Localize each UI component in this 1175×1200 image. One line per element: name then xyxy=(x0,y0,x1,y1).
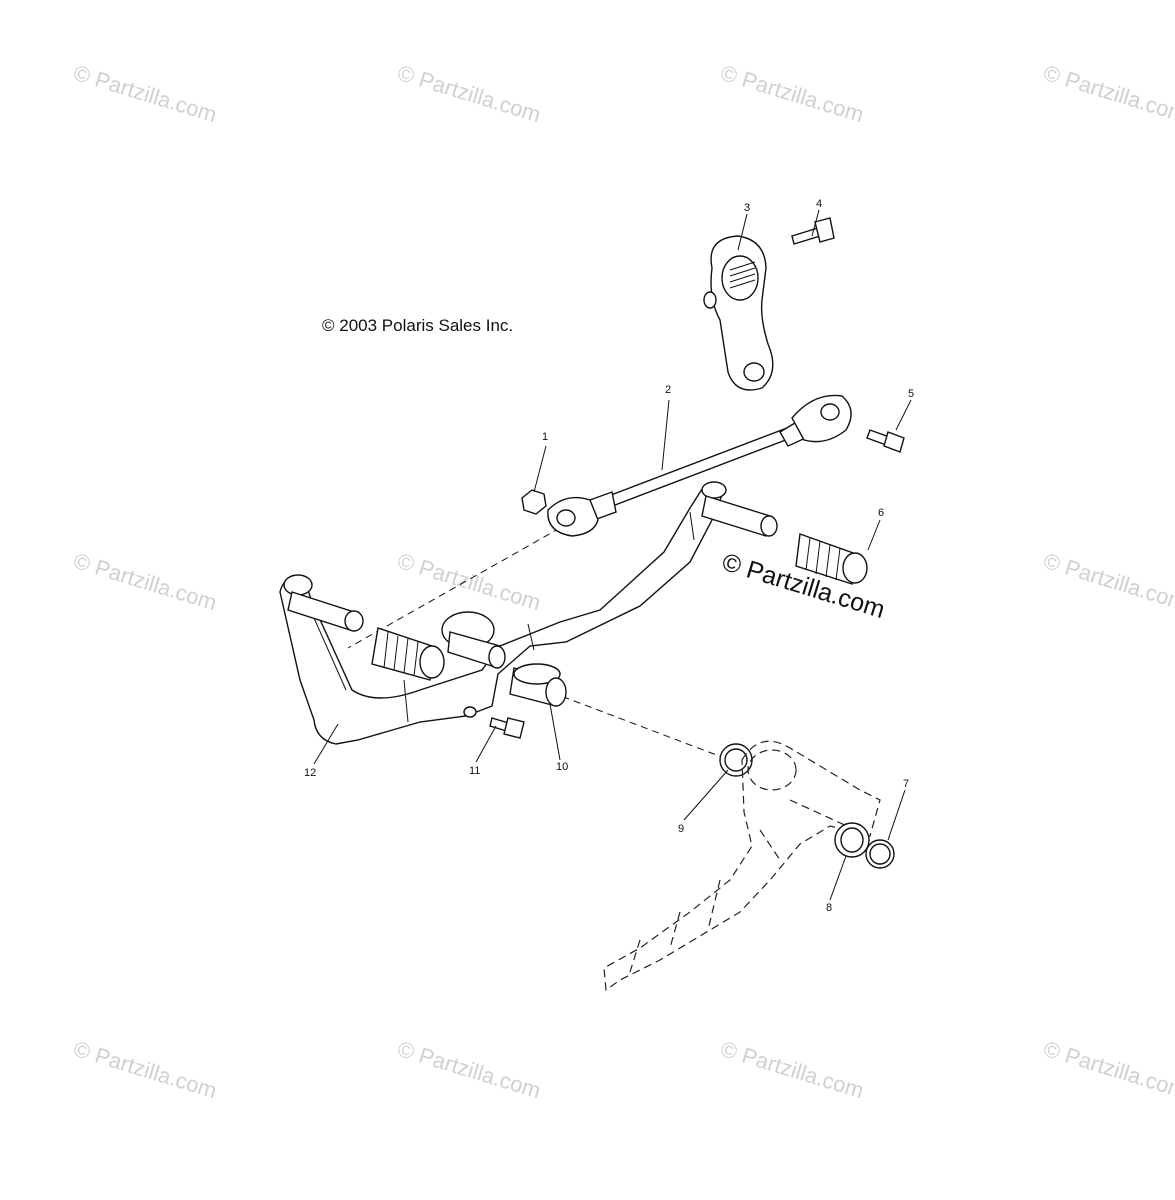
callout-8: 8 xyxy=(826,902,832,914)
footpeg-rubber xyxy=(371,627,445,681)
leader-line-9 xyxy=(683,769,729,821)
frame-bracket-outline xyxy=(603,740,881,992)
leader-line-10 xyxy=(549,703,561,761)
callout-4: 4 xyxy=(816,198,822,210)
bolt xyxy=(489,717,525,739)
callout-7: 7 xyxy=(903,778,909,790)
callout-11: 11 xyxy=(469,765,480,777)
o-ring xyxy=(865,839,895,869)
assembly-line xyxy=(347,527,561,649)
bolt xyxy=(866,429,905,453)
washer xyxy=(834,822,870,858)
assembly-line xyxy=(539,687,736,763)
callout-12: 12 xyxy=(304,767,316,779)
leader-line-4 xyxy=(811,209,820,237)
shift-linkage-rod xyxy=(547,394,852,537)
callout-10: 10 xyxy=(556,761,568,773)
callout-1: 1 xyxy=(542,431,548,443)
callout-2: 2 xyxy=(665,384,671,396)
copyright-text: © 2003 Polaris Sales Inc. xyxy=(322,316,514,335)
washer xyxy=(719,743,753,777)
leader-line-7 xyxy=(887,789,906,841)
bushing xyxy=(509,663,567,707)
leader-line-2 xyxy=(661,399,670,471)
callout-6: 6 xyxy=(878,507,884,519)
leader-line-8 xyxy=(829,855,847,901)
shift-arm xyxy=(703,235,774,391)
leader-line-1 xyxy=(533,445,547,493)
leader-line-12 xyxy=(313,723,339,765)
leader-line-11 xyxy=(475,725,497,763)
callout-3: 3 xyxy=(744,202,750,214)
leader-line-6 xyxy=(867,519,881,551)
footpeg-rubber xyxy=(795,533,868,585)
callout-9: 9 xyxy=(678,823,684,835)
nut xyxy=(521,489,547,515)
leader-line-3 xyxy=(737,213,748,251)
pedal xyxy=(279,481,778,745)
callout-5: 5 xyxy=(908,388,914,400)
leader-line-5 xyxy=(895,399,912,431)
